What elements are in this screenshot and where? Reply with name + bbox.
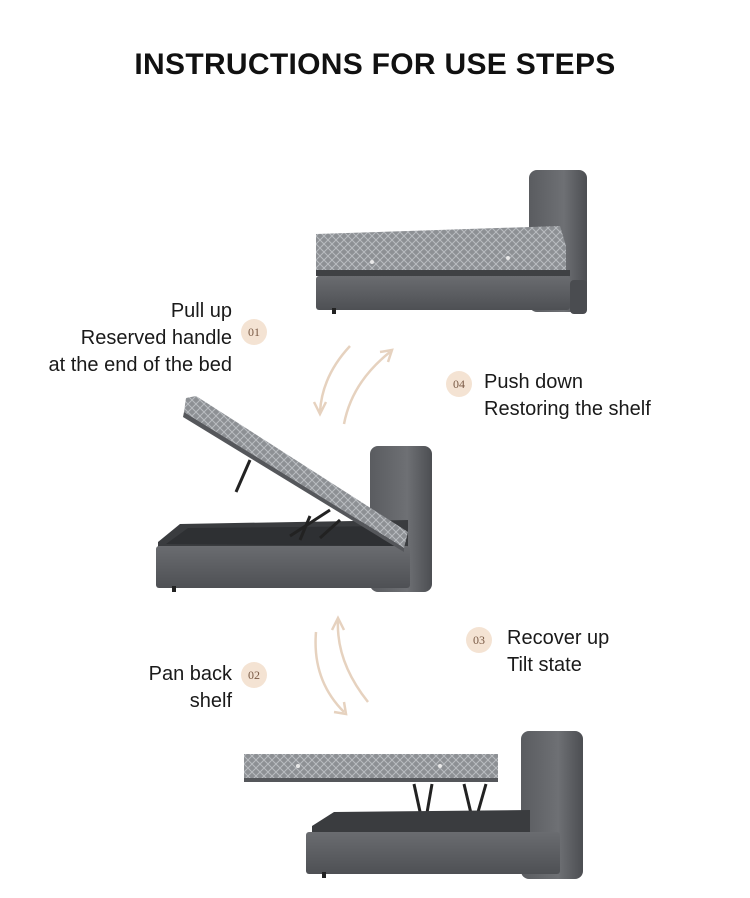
arrows-upper [314,346,392,424]
step-01-line-1: Pull up [49,298,233,325]
step-01-badge: 01 [241,319,267,345]
step-03-badge: 03 [466,627,492,653]
step-03-text: Recover up Tilt state [507,625,609,679]
bed-closed-illustration [316,170,587,314]
step-01-text: Pull up Reserved handle at the end of th… [49,298,233,379]
step-02-line-2: shelf [149,688,232,715]
step-04-text: Push down Restoring the shelf [484,369,651,423]
step-02-badge: 02 [241,662,267,688]
step-01-line-3: at the end of the bed [49,352,233,379]
step-02-text: Pan back shelf [149,661,232,715]
step-03-line-2: Tilt state [507,652,609,679]
step-01-line-2: Reserved handle [49,325,233,352]
bed-lifted-illustration [244,731,583,879]
step-04-badge: 04 [446,371,472,397]
step-04-line-1: Push down [484,369,651,396]
step-04-line-2: Restoring the shelf [484,396,651,423]
arrows-lower [316,618,368,714]
step-02-line-1: Pan back [149,661,232,688]
bed-tilted-illustration [156,396,432,592]
step-03-line-1: Recover up [507,625,609,652]
